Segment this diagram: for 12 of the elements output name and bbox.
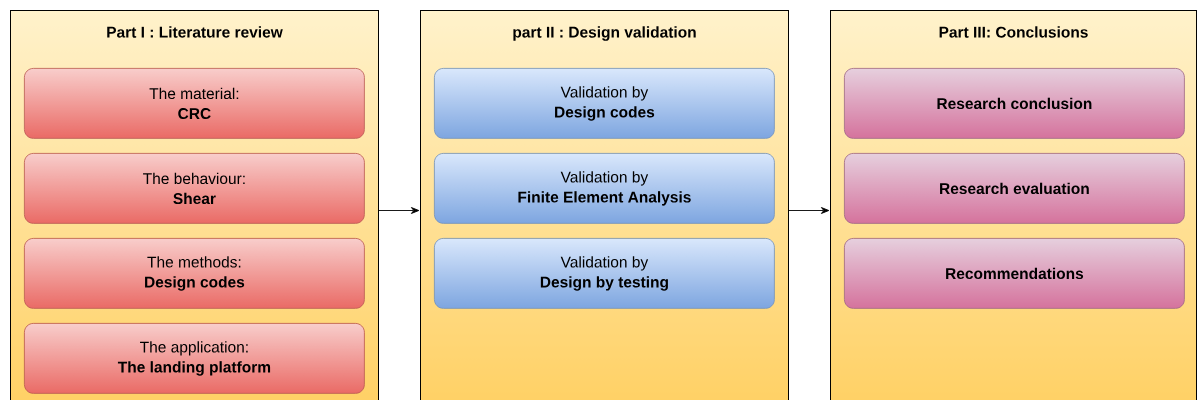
process-box: The application: The landing platform — [24, 323, 365, 394]
process-box: Research evaluation — [844, 153, 1185, 224]
arrow — [378, 207, 420, 214]
process-box: Validation by Design codes — [434, 68, 775, 139]
process-box: Recommendations — [844, 238, 1185, 309]
process-box: Validation by Finite Element Analysis — [434, 153, 775, 224]
process-box: Research conclusion — [844, 68, 1185, 139]
process-box: Validation by Design by testing — [434, 238, 775, 309]
arrow — [788, 207, 830, 214]
process-box: The behaviour: Shear — [24, 153, 365, 224]
process-box: The material: CRC — [24, 68, 365, 139]
process-box: The methods: Design codes — [24, 238, 365, 309]
